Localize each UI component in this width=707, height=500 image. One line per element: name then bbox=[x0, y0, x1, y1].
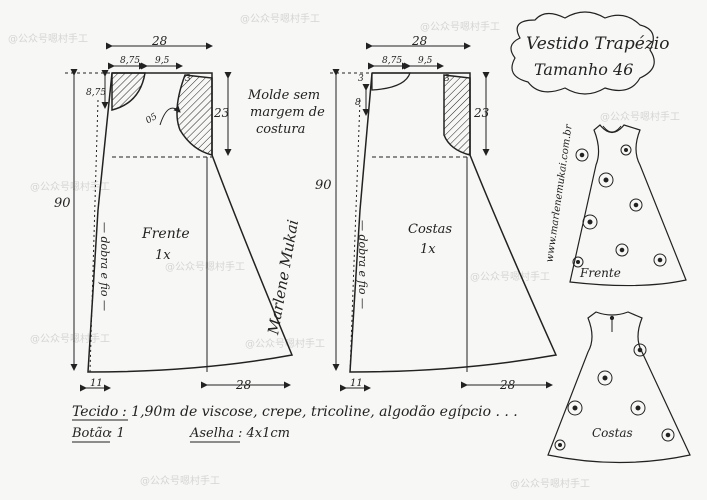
preview-front-label: Frente bbox=[580, 266, 621, 280]
loop-label: Aselha bbox=[190, 426, 235, 441]
back-dim-bottom-left: 11 bbox=[350, 378, 363, 389]
back-preview-dress bbox=[547, 311, 691, 464]
back-label: Costas bbox=[408, 222, 453, 237]
front-dim-armhole: 23 bbox=[214, 106, 230, 120]
back-fold: — dobra e fio — bbox=[355, 220, 369, 309]
flower-prints bbox=[554, 144, 675, 451]
button-label: Botão bbox=[72, 426, 111, 441]
front-dim-bottom: 28 bbox=[236, 378, 252, 392]
front-dim-shoulder: 9,5 bbox=[155, 56, 170, 66]
fabric-value: : 1,90m de viscose, crepe, tricoline, al… bbox=[122, 404, 518, 420]
front-dim-neck: 8,75 bbox=[120, 56, 141, 66]
watermark: @公众号嗯村手工 bbox=[470, 272, 550, 283]
watermark: @公众号嗯村手工 bbox=[240, 14, 320, 25]
front-dim-top: 28 bbox=[152, 34, 168, 48]
back-dim-neck: 8,75 bbox=[382, 56, 403, 66]
back-dim-top: 28 bbox=[412, 34, 428, 48]
title-line2: Tamanho 46 bbox=[534, 60, 634, 79]
back-dim-armhole: 23 bbox=[474, 106, 490, 120]
front-qty: 1x bbox=[155, 248, 171, 263]
watermark: @公众号嗯村手工 bbox=[30, 334, 110, 345]
button-value: : 1 bbox=[108, 426, 125, 441]
note-line3: costura bbox=[256, 122, 306, 137]
title-cloud bbox=[510, 11, 655, 95]
front-preview-dress bbox=[569, 124, 687, 287]
fabric-label: Tecido bbox=[72, 404, 119, 420]
loop-value: : 4x1cm bbox=[238, 426, 290, 441]
watermark: @公众号嗯村手工 bbox=[510, 479, 590, 490]
back-dim-height: 90 bbox=[315, 178, 332, 193]
front-pattern bbox=[65, 42, 294, 392]
watermark: @公众号嗯村手工 bbox=[8, 34, 88, 45]
front-dim-height: 90 bbox=[54, 196, 71, 211]
back-dim-left-top: 3 bbox=[358, 74, 364, 84]
watermark: @公众号嗯村手工 bbox=[245, 339, 325, 350]
back-pattern bbox=[330, 42, 558, 392]
front-dim-bottom-left: 11 bbox=[90, 378, 103, 389]
note-line1: Molde sem bbox=[248, 88, 321, 103]
back-qty: 1x bbox=[420, 242, 436, 257]
front-dim-right-top: 3 bbox=[185, 74, 191, 84]
title-line1: Vestido Trapézio bbox=[526, 34, 670, 54]
watermark: @公众号嗯村手工 bbox=[140, 476, 220, 487]
front-label: Frente bbox=[142, 226, 190, 242]
back-dim-bottom: 28 bbox=[500, 378, 516, 392]
watermark: @公众号嗯村手工 bbox=[600, 112, 680, 123]
watermark: @公众号嗯村手工 bbox=[30, 182, 110, 193]
back-dim-small: 8 bbox=[355, 98, 361, 108]
watermark: @公众号嗯村手工 bbox=[165, 262, 245, 273]
back-dim-right-top: 3 bbox=[444, 74, 450, 84]
preview-back-label: Costas bbox=[592, 426, 633, 440]
front-dim-left-top: 8,75 bbox=[86, 88, 107, 98]
note-line2: margem de bbox=[250, 105, 325, 120]
watermark: @公众号嗯村手工 bbox=[420, 22, 500, 33]
front-fold: — dobra e fio — bbox=[97, 222, 111, 311]
back-dim-shoulder: 9,5 bbox=[418, 56, 433, 66]
